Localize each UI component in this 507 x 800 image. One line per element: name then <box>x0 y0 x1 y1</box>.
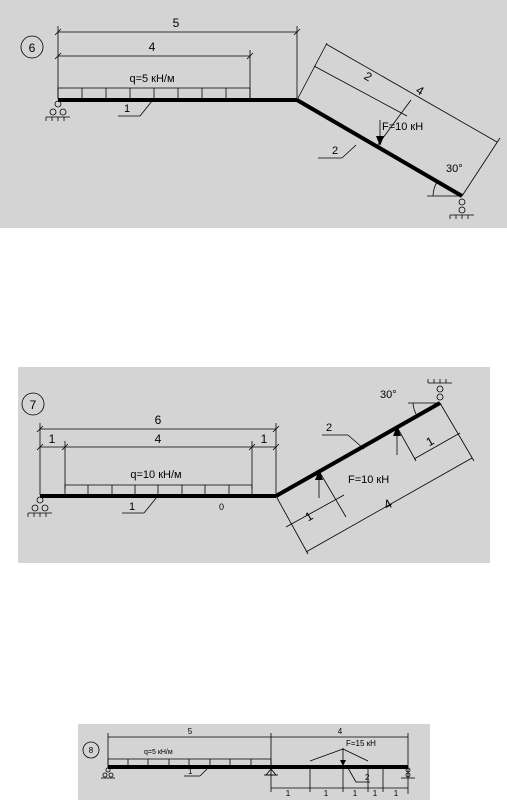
roller-support-right <box>449 198 474 219</box>
problem-number-circle <box>21 392 45 416</box>
problem-6-panel: 6 5 4 q=5 кН/м 1 2 2 4 <box>0 0 507 228</box>
leader-line <box>139 100 153 117</box>
leader-line <box>347 767 357 783</box>
leader-line <box>199 767 209 777</box>
dim-label-incl-part: 2 <box>362 69 375 85</box>
dim-label-incl-a: 1 <box>303 509 316 525</box>
force-label: F=15 кН <box>346 739 376 748</box>
guide-line <box>309 748 344 762</box>
load-label: q=5 кН/м <box>129 73 174 85</box>
problem-number: 6 <box>29 41 36 55</box>
angle-label: 30° <box>446 163 463 175</box>
member-label-2: 2 <box>365 773 370 782</box>
pin-support-left <box>27 496 52 517</box>
dim-line-incl-b <box>413 432 461 460</box>
extension-line <box>296 42 328 101</box>
dim-label-left: 1 <box>49 432 56 446</box>
member-label-1: 1 <box>129 501 135 513</box>
load-ticks <box>57 88 251 99</box>
angle-arc <box>412 402 417 415</box>
member-label-1: 1 <box>124 103 130 115</box>
dim-line-incl-total <box>325 43 498 143</box>
dim-tick <box>272 443 280 451</box>
dim-tick <box>272 425 280 433</box>
load-ticks <box>107 759 272 765</box>
problem-7-panel: 7 6 1 4 1 q=10 кН/м 0 1 2 <box>18 367 490 563</box>
force-label: F=10 кН <box>348 474 389 486</box>
dim-tick <box>293 28 301 36</box>
problem-number-circle <box>82 741 100 759</box>
problem-8-diagram: 8 5 4 q=5 кН/м 1 2 F=15 <box>82 727 415 798</box>
dim-label-total: 6 <box>155 413 162 427</box>
roller-support-top <box>427 379 452 401</box>
load-label: q=10 кН/м <box>130 469 181 481</box>
dim-label-load: 4 <box>149 40 156 54</box>
force-arrowhead <box>393 426 401 436</box>
dim-tick <box>246 52 254 60</box>
dim-line-incl-part <box>313 65 408 117</box>
dim-label-mid: 4 <box>155 432 162 446</box>
guide-line <box>342 748 369 762</box>
member-label-2: 2 <box>326 422 332 434</box>
dim-tick <box>61 443 69 451</box>
dim-label-incl-total: 4 <box>381 496 395 513</box>
extension-line <box>461 137 501 197</box>
dim-label-right-total: 4 <box>338 727 343 736</box>
angle-arc <box>432 181 438 197</box>
extension-line <box>396 426 417 462</box>
point-label: 0 <box>219 502 224 512</box>
force-arrowhead <box>340 760 346 766</box>
leader-line <box>143 496 158 514</box>
force-label: F=10 кН <box>382 121 423 133</box>
dim-tick <box>36 425 44 433</box>
load-label: q=5 кН/м <box>144 749 173 756</box>
dim-tick <box>54 52 62 60</box>
force-arrowhead <box>376 136 384 146</box>
dim-label-seg-3: 1 <box>353 789 358 798</box>
dim-tick <box>54 28 62 36</box>
extension-line <box>439 402 475 462</box>
load-ticks <box>64 485 253 495</box>
problem-8-panel: 8 5 4 q=5 кН/м 1 2 F=15 <box>78 724 430 800</box>
dim-label-seg-5: 1 <box>394 789 399 798</box>
force-arrowhead <box>315 470 323 480</box>
extension-line <box>318 470 347 518</box>
problem-7-diagram: 7 6 1 4 1 q=10 кН/м 0 1 2 <box>21 379 475 555</box>
dim-tick <box>36 443 44 451</box>
dim-tick <box>248 443 256 451</box>
pin-support-left <box>45 100 70 121</box>
problem-number: 8 <box>89 746 94 755</box>
dim-label-incl-total: 4 <box>414 83 427 99</box>
leader-line <box>341 144 357 159</box>
dim-line-incl-total <box>305 457 473 553</box>
problem-number: 7 <box>30 398 37 412</box>
dim-label-right: 1 <box>261 432 268 446</box>
member-label-2: 2 <box>332 145 338 157</box>
pin-support-left <box>101 767 115 779</box>
dim-line-incl-a <box>285 494 345 528</box>
member-2 <box>275 401 441 498</box>
dim-label-total: 5 <box>173 16 180 30</box>
extension-line <box>275 495 309 555</box>
dim-label-left-total: 5 <box>188 727 193 736</box>
leader-line <box>347 434 365 450</box>
member-label-1: 1 <box>188 767 193 776</box>
member-2 <box>295 98 464 198</box>
problem-6-diagram: 6 5 4 q=5 кН/м 1 2 2 4 <box>20 16 501 219</box>
dim-label-seg-4: 1 <box>373 789 378 798</box>
problem-number-circle <box>20 35 44 59</box>
roller-support-right <box>401 767 415 779</box>
angle-label: 30° <box>380 389 397 401</box>
dim-label-seg-1: 1 <box>286 789 291 798</box>
dim-label-seg-2: 1 <box>324 789 329 798</box>
